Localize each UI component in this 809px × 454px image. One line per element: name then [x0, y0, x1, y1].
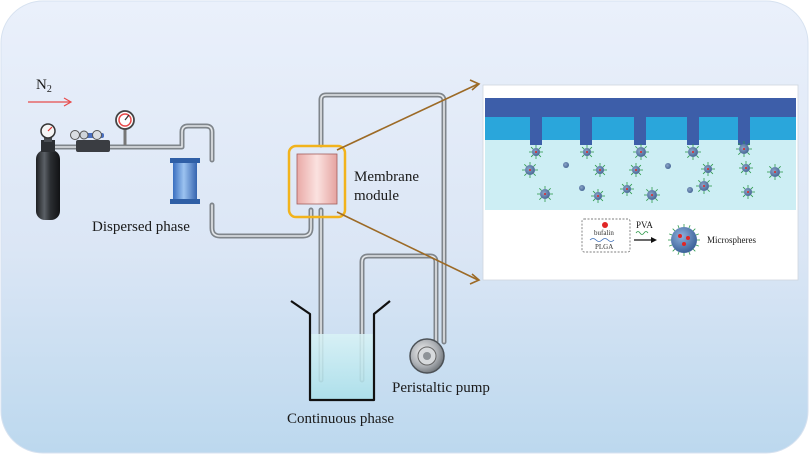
gas-cylinder-icon [36, 123, 60, 220]
droplet [741, 185, 755, 199]
regulator-valve-icon [70, 130, 110, 152]
droplet [537, 186, 553, 202]
dispersed-phase-label: Dispersed phase [92, 219, 190, 235]
membrane-module-label-line2: module [354, 188, 399, 204]
droplet [629, 163, 643, 177]
droplet [580, 145, 594, 159]
droplet [736, 141, 752, 157]
membrane-module-label: Membrane [354, 169, 419, 185]
gas-flow-arrow-icon [28, 97, 73, 107]
droplet-group [522, 141, 783, 203]
peristaltic-pump-label: Peristaltic pump [392, 380, 490, 396]
continuous-phase-label: Continuous phase [287, 411, 394, 427]
membrane-pores [530, 117, 750, 145]
droplet [687, 187, 693, 193]
droplet [593, 163, 607, 177]
process-arrow-icon [634, 237, 657, 243]
dispersed-phase-reservoir [170, 158, 200, 204]
membrane-module [287, 144, 347, 219]
pva-label: PVA [636, 220, 653, 230]
droplet [620, 182, 634, 196]
droplet [644, 187, 660, 203]
membrane-inset: bufalin PLGA PVA Microspheres [482, 84, 799, 281]
bufalin-label: bufalin [594, 229, 614, 237]
droplet [579, 185, 585, 191]
droplet [522, 162, 538, 178]
tubing [45, 92, 447, 383]
droplet [767, 164, 783, 180]
droplet [529, 145, 543, 159]
bufalin-plga-box [581, 218, 631, 253]
pressure-gauge-icon [115, 110, 135, 145]
microsphere-icon [668, 224, 700, 256]
droplet [591, 189, 605, 203]
pva-chain-icon [635, 231, 649, 235]
droplet [701, 162, 715, 176]
gas-label: N2 [36, 77, 52, 95]
plga-chain-icon [589, 238, 615, 242]
droplet [696, 178, 712, 194]
droplet [739, 161, 753, 175]
droplet [685, 144, 701, 160]
membrane-dark-layer [485, 98, 796, 117]
microspheres-label: Microspheres [707, 235, 756, 245]
bufalin-particle-icon [602, 222, 608, 228]
droplet [665, 163, 671, 169]
droplet [563, 162, 569, 168]
pump-icon [409, 338, 445, 374]
plga-label: PLGA [595, 243, 613, 251]
zoom-lines [336, 79, 481, 285]
droplet [633, 144, 649, 160]
continuous-phase-beaker [290, 300, 391, 402]
